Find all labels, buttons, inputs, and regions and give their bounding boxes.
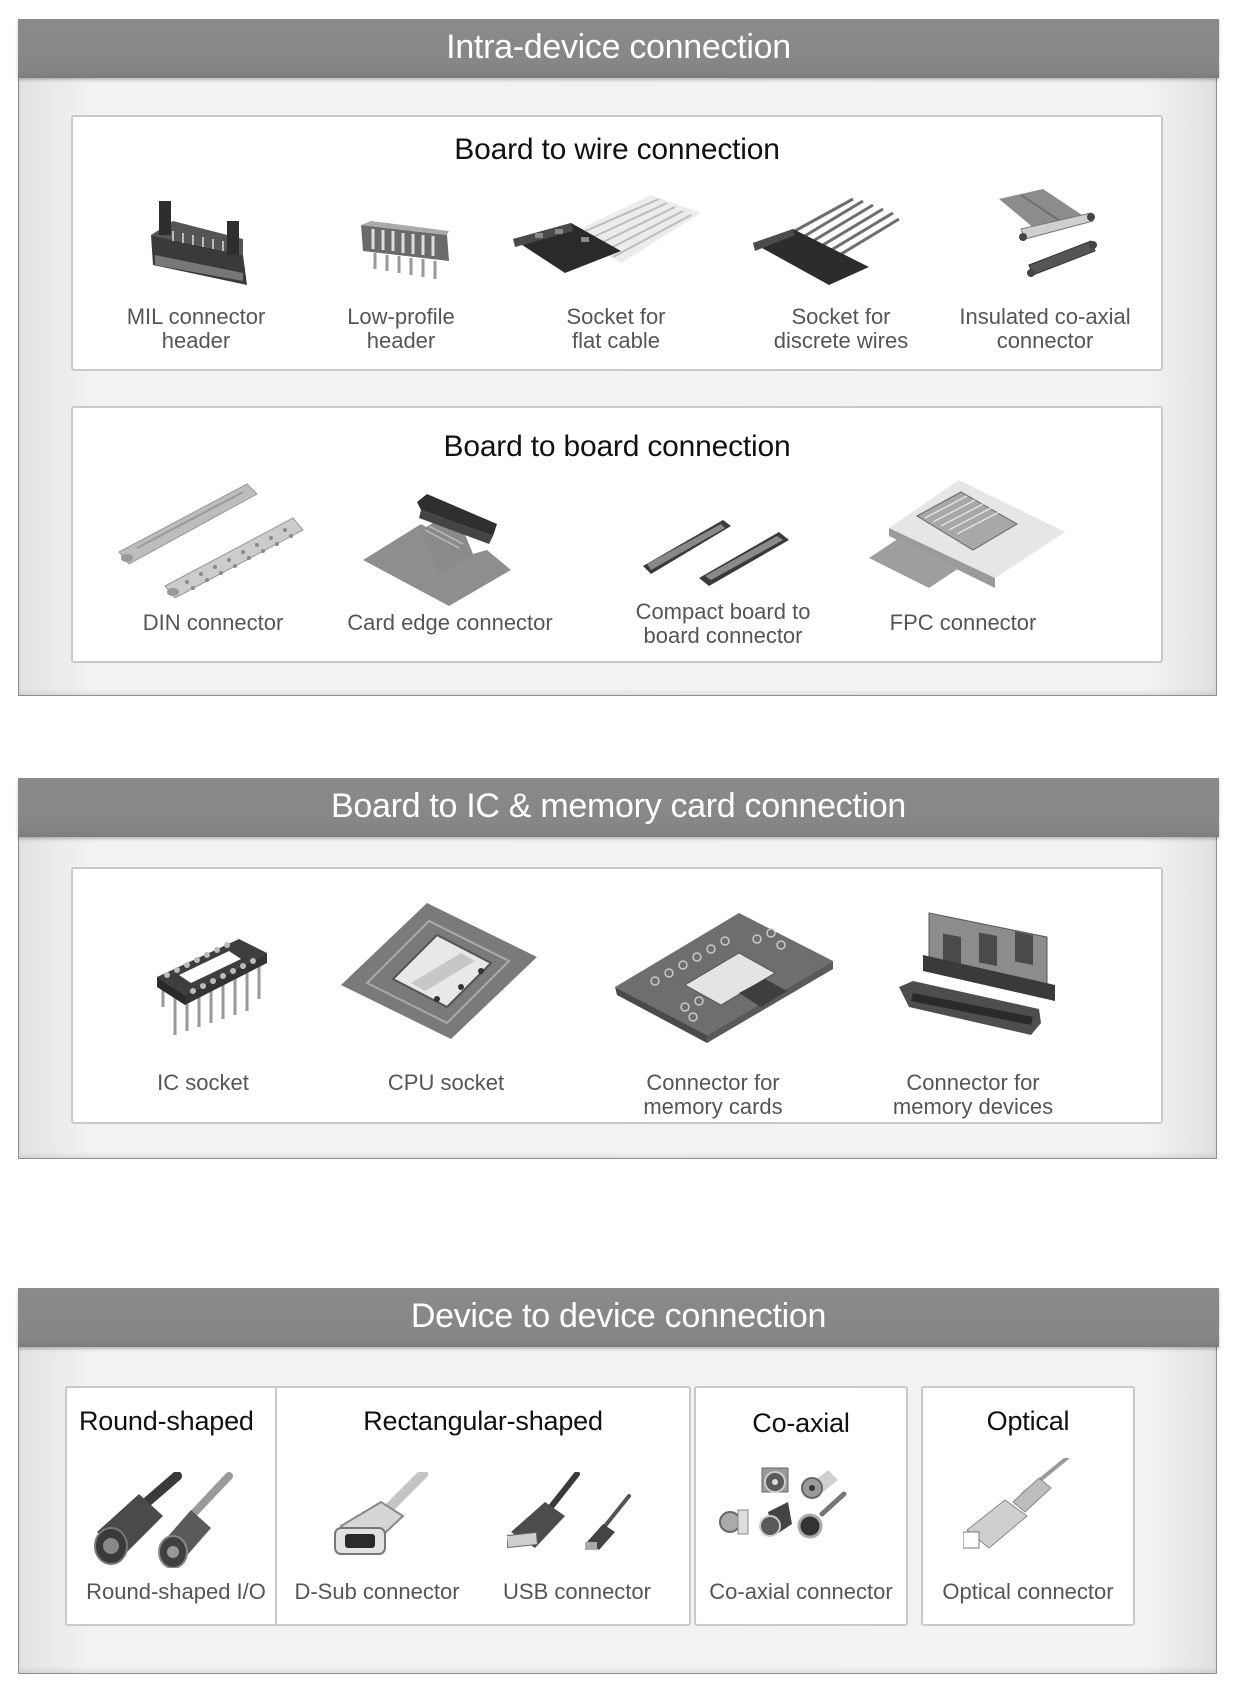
item-coaxial-connector: Co-axial connector bbox=[696, 1458, 906, 1618]
round-shaped-box: Round-shaped Round-shaped I/O bbox=[65, 1386, 279, 1626]
group-title: Board to wire connection bbox=[454, 133, 780, 166]
optical-box: Optical Optical connector bbox=[921, 1386, 1135, 1626]
item-label: Insulated co-axial connector bbox=[959, 304, 1131, 353]
ic-memory-box: IC socket CPU socket bbox=[71, 867, 1163, 1124]
coaxial-connector-icon bbox=[718, 1464, 868, 1548]
item-mil-connector-header: MIL connector header bbox=[101, 187, 291, 357]
round-shaped-io-icon bbox=[87, 1472, 237, 1568]
discrete-wires-socket-icon bbox=[753, 193, 903, 285]
item-label: CPU socket bbox=[387, 1070, 505, 1095]
device-to-device-panel: Device to device connection Round-shaped… bbox=[18, 1288, 1219, 1674]
item-low-profile-header: Low-profile header bbox=[311, 187, 491, 357]
item-label: FPC connector bbox=[889, 610, 1037, 635]
memory-device-connector-icon bbox=[899, 911, 1059, 1041]
item-label: Connector for memory devices bbox=[892, 1070, 1054, 1119]
group-title: Round-shaped bbox=[79, 1406, 254, 1436]
group-title: Optical bbox=[986, 1406, 1070, 1436]
item-label: USB connector bbox=[503, 1579, 651, 1604]
item-label: DIN connector bbox=[142, 610, 284, 635]
item-cpu-socket: CPU socket bbox=[341, 899, 551, 1109]
item-label: Connector for memory cards bbox=[643, 1070, 783, 1119]
item-label: MIL connector header bbox=[126, 304, 266, 353]
item-insulated-coaxial-connector: Insulated co-axial connector bbox=[945, 187, 1145, 357]
item-label: Co-axial connector bbox=[709, 1579, 893, 1604]
board-to-wire-box: Board to wire connection MIL connector h… bbox=[71, 115, 1163, 371]
item-label: Card edge connector bbox=[347, 610, 553, 635]
item-label: Compact board to board connector bbox=[635, 599, 811, 648]
item-label: Low-profile header bbox=[347, 304, 455, 353]
section-header: Intra-device connection bbox=[18, 19, 1219, 78]
usb-connector-icon bbox=[507, 1472, 637, 1556]
board-to-board-box: Board to board connection DIN connector bbox=[71, 406, 1163, 663]
item-d-sub-connector: D-Sub connector bbox=[277, 1458, 477, 1618]
item-label: Optical connector bbox=[942, 1579, 1114, 1604]
item-usb-connector: USB connector bbox=[477, 1458, 677, 1618]
item-label: Socket for flat cable bbox=[566, 304, 666, 353]
item-optical-connector: Optical connector bbox=[923, 1458, 1133, 1618]
low-profile-header-icon bbox=[357, 221, 453, 283]
item-din-connector: DIN connector bbox=[113, 478, 313, 648]
item-memory-card-connector: Connector for memory cards bbox=[603, 899, 833, 1119]
item-label: Socket for discrete wires bbox=[773, 304, 909, 353]
din-connector-icon bbox=[117, 482, 307, 598]
item-label: IC socket bbox=[157, 1070, 249, 1095]
item-flat-cable-socket: Socket for flat cable bbox=[511, 187, 721, 357]
rectangular-shaped-box: Rectangular-shaped D-Sub connector bbox=[275, 1386, 691, 1626]
group-title: Rectangular-shaped bbox=[363, 1406, 603, 1436]
card-edge-connector-icon bbox=[361, 490, 511, 606]
flat-cable-socket-icon bbox=[511, 193, 701, 285]
mil-connector-header-icon bbox=[143, 195, 255, 291]
memory-card-connector-icon bbox=[615, 899, 835, 1043]
section-header: Board to IC & memory card connection bbox=[18, 778, 1219, 837]
item-compact-board-to-board-connector: Compact board to board connector bbox=[613, 478, 833, 648]
item-ic-socket: IC socket bbox=[103, 899, 303, 1109]
board-to-ic-memory-panel: Board to IC & memory card connection IC … bbox=[18, 778, 1219, 1159]
item-card-edge-connector: Card edge connector bbox=[325, 478, 575, 648]
item-label: D-Sub connector bbox=[294, 1579, 460, 1604]
section-header: Device to device connection bbox=[18, 1288, 1219, 1347]
optical-connector-icon bbox=[963, 1458, 1073, 1554]
fpc-connector-icon bbox=[869, 478, 1065, 588]
insulated-coaxial-connector-icon bbox=[975, 189, 1105, 285]
ic-socket-icon bbox=[155, 939, 271, 1039]
coaxial-box: Co-axial Co-axial connect bbox=[694, 1386, 908, 1626]
item-memory-device-connector: Connector for memory devices bbox=[863, 899, 1083, 1119]
group-title: Co-axial bbox=[752, 1408, 850, 1438]
intra-device-panel: Intra-device connection Board to wire co… bbox=[18, 19, 1219, 696]
compact-board-to-board-connector-icon bbox=[643, 516, 803, 586]
d-sub-connector-icon bbox=[327, 1472, 437, 1556]
item-label: Round-shaped I/O bbox=[86, 1579, 266, 1604]
item-fpc-connector: FPC connector bbox=[853, 478, 1073, 648]
item-round-shaped-io: Round-shaped I/O bbox=[67, 1458, 277, 1618]
group-title: Board to board connection bbox=[443, 430, 791, 463]
item-discrete-wires-socket: Socket for discrete wires bbox=[741, 187, 941, 357]
cpu-socket-icon bbox=[341, 899, 541, 1039]
